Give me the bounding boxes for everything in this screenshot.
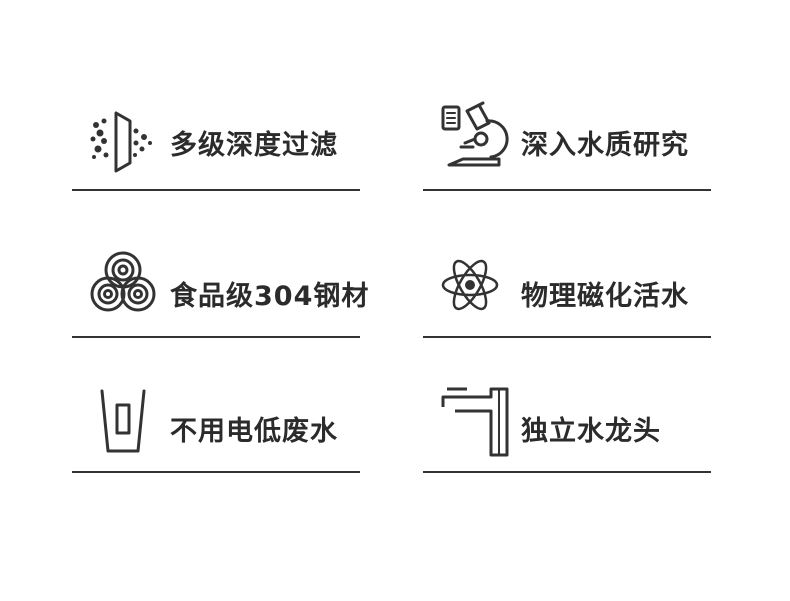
feature-label: 独立水龙头 — [521, 416, 661, 447]
feature-food-grade-steel: 食品级304钢材 — [72, 226, 368, 338]
divider — [72, 189, 360, 191]
microscope-icon — [441, 101, 509, 167]
divider — [423, 471, 711, 473]
cup-zero-icon — [90, 387, 152, 453]
feature-label: 不用电低废水 — [170, 416, 338, 447]
divider — [423, 189, 711, 191]
feature-label: 食品级304钢材 — [170, 281, 370, 312]
feature-water-quality-research: 深入水质研究 — [423, 79, 711, 191]
steel-coils-icon — [90, 250, 156, 316]
multi-stage-filter-icon — [90, 109, 152, 175]
feature-label: 深入水质研究 — [521, 130, 689, 161]
feature-independent-faucet: 独立水龙头 — [423, 361, 711, 473]
feature-label: 多级深度过滤 — [170, 130, 338, 161]
atom-icon — [441, 256, 503, 322]
feature-no-power-low-waste: 不用电低废水 — [72, 361, 360, 473]
feature-label: 物理磁化活水 — [521, 281, 689, 312]
divider — [72, 336, 360, 338]
faucet-icon — [441, 385, 509, 457]
feature-magnetized-water: 物理磁化活水 — [423, 226, 711, 338]
divider — [423, 336, 711, 338]
divider — [72, 471, 360, 473]
feature-multi-stage-filtration: 多级深度过滤 — [72, 79, 360, 191]
